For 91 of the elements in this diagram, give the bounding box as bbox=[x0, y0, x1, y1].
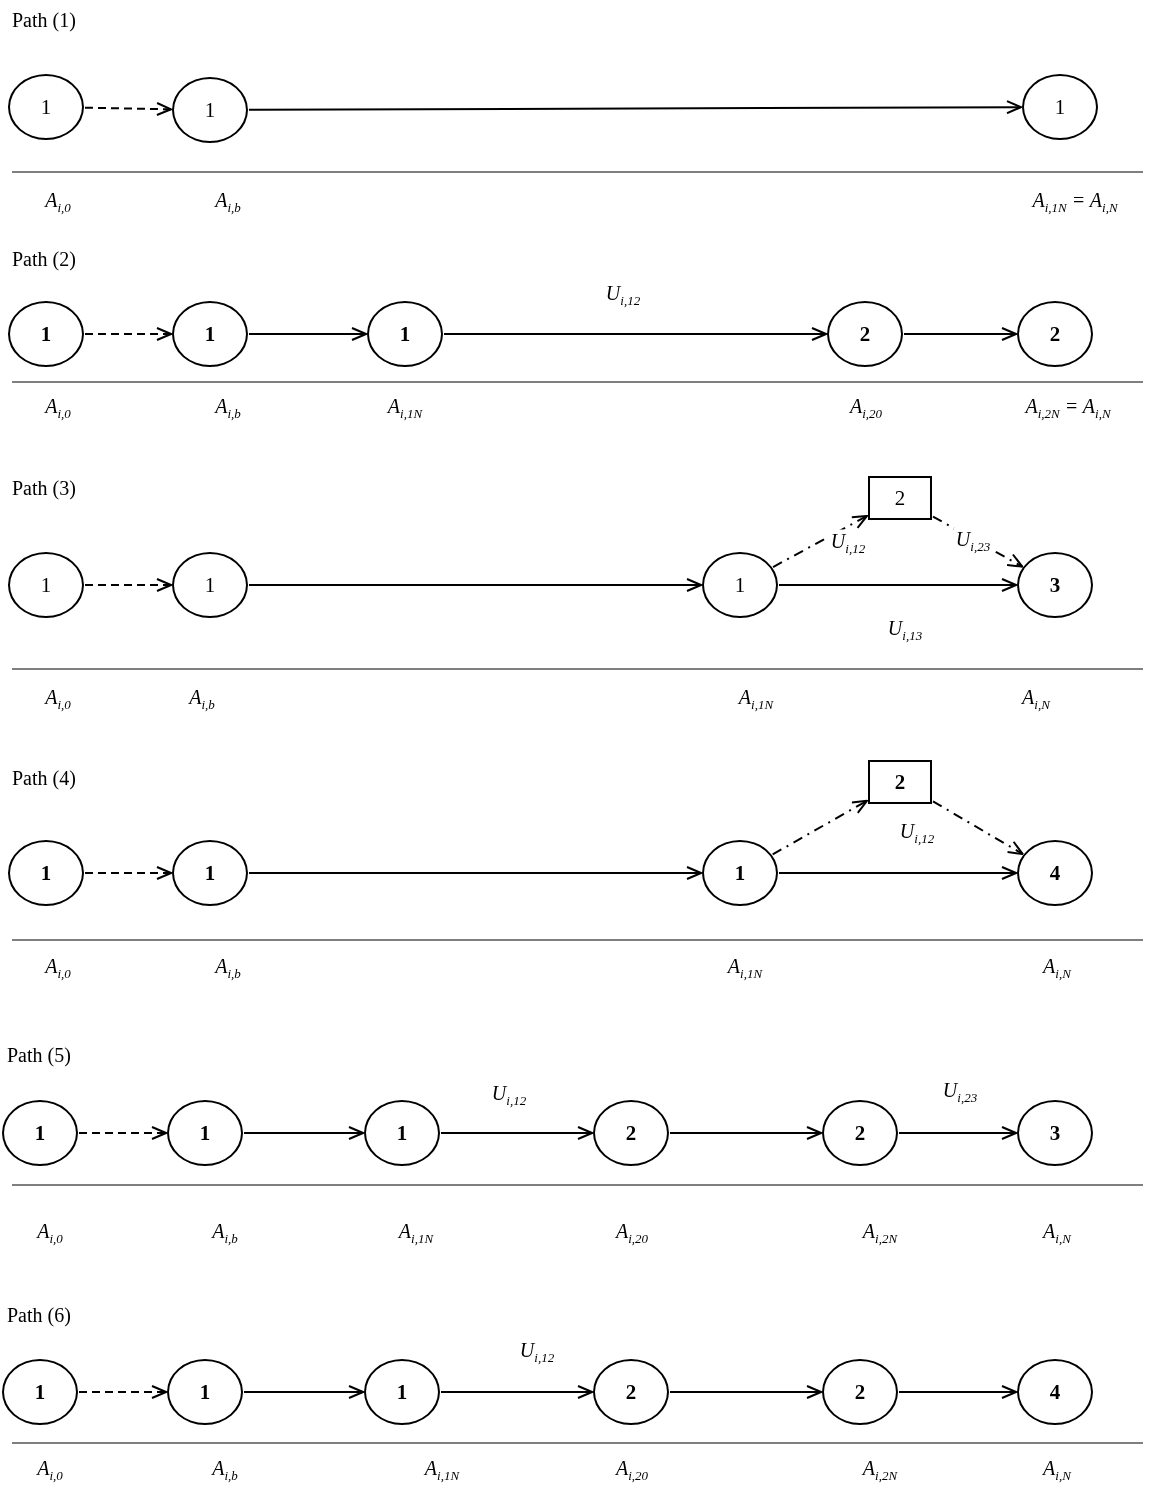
state-circle: 2 bbox=[1017, 301, 1093, 367]
state-label: A$_{i,1N}$ bbox=[387, 394, 423, 422]
arrow bbox=[903, 327, 1017, 341]
state-label: A$_{i,N}$ bbox=[1043, 1456, 1071, 1484]
state-label: A$_{i,2N}$ = A$_{i,N}$ bbox=[1025, 394, 1111, 422]
state-circle: 1 bbox=[8, 301, 84, 367]
state-label: A$_{i,20}$ bbox=[615, 1219, 649, 1247]
state-circle: 1 bbox=[364, 1100, 440, 1166]
state-circle: 2 bbox=[822, 1100, 898, 1166]
state-label: A$_{i,20}$ bbox=[849, 394, 883, 422]
state-circle: 1 bbox=[8, 840, 84, 906]
arrow bbox=[443, 327, 827, 341]
path-title: Path (6) bbox=[7, 1303, 71, 1327]
arrow bbox=[248, 327, 367, 341]
state-box: 2 bbox=[868, 476, 932, 520]
state-label: A$_{i,b}$ bbox=[215, 188, 241, 216]
state-label: A$_{i,1N}$ bbox=[738, 685, 774, 713]
state-label: A$_{i,1N}$ = A$_{i,N}$ bbox=[1032, 188, 1118, 216]
edge-label: U$_{i,23}$ bbox=[953, 527, 993, 555]
path-title: Path (5) bbox=[7, 1043, 71, 1067]
path-title: Path (3) bbox=[12, 476, 76, 500]
state-label: A$_{i,b}$ bbox=[215, 954, 241, 982]
arrow bbox=[669, 1126, 822, 1140]
arrow bbox=[772, 514, 868, 568]
state-circle: 3 bbox=[1017, 552, 1093, 618]
state-box: 2 bbox=[868, 760, 932, 804]
state-label: A$_{i,0}$ bbox=[37, 1219, 63, 1247]
arrow bbox=[440, 1126, 593, 1140]
state-label: A$_{i,1N}$ bbox=[727, 954, 763, 982]
state-label: A$_{i,b}$ bbox=[189, 685, 215, 713]
state-circle: 2 bbox=[827, 301, 903, 367]
state-circle: 1 bbox=[172, 301, 248, 367]
state-circle: 1 bbox=[702, 840, 778, 906]
state-circle: 4 bbox=[1017, 1359, 1093, 1425]
state-circle: 1 bbox=[367, 301, 443, 367]
state-circle: 1 bbox=[8, 552, 84, 618]
state-label: A$_{i,0}$ bbox=[45, 188, 71, 216]
state-label: A$_{i,20}$ bbox=[615, 1456, 649, 1484]
state-label: A$_{i,b}$ bbox=[212, 1219, 238, 1247]
arrow bbox=[898, 1385, 1017, 1399]
state-circle: 1 bbox=[172, 77, 248, 143]
state-circle: 3 bbox=[1017, 1100, 1093, 1166]
arrow bbox=[248, 578, 702, 592]
state-circle: 1 bbox=[172, 840, 248, 906]
path-title: Path (4) bbox=[12, 766, 76, 790]
arrow bbox=[243, 1385, 364, 1399]
edge-label: U$_{i,12}$ bbox=[828, 529, 868, 557]
arrow bbox=[84, 866, 172, 880]
state-label: A$_{i,b}$ bbox=[212, 1456, 238, 1484]
state-circle: 2 bbox=[822, 1359, 898, 1425]
state-label: A$_{i,2N}$ bbox=[862, 1456, 898, 1484]
state-circle: 1 bbox=[172, 552, 248, 618]
arrow bbox=[78, 1126, 167, 1140]
state-circle: 2 bbox=[593, 1100, 669, 1166]
state-label: A$_{i,0}$ bbox=[37, 1456, 63, 1484]
arrow bbox=[84, 102, 172, 117]
state-circle: 1 bbox=[8, 74, 84, 140]
state-circle: 2 bbox=[593, 1359, 669, 1425]
arrow bbox=[84, 578, 172, 592]
state-circle: 1 bbox=[167, 1100, 243, 1166]
path-title: Path (1) bbox=[12, 8, 76, 32]
arrow bbox=[84, 327, 172, 341]
arrow bbox=[932, 800, 1024, 855]
state-circle: 1 bbox=[2, 1100, 78, 1166]
arrow bbox=[771, 799, 868, 856]
arrow bbox=[669, 1385, 822, 1399]
state-label: A$_{i,2N}$ bbox=[862, 1219, 898, 1247]
path-title: Path (2) bbox=[12, 247, 76, 271]
state-circle: 1 bbox=[167, 1359, 243, 1425]
state-label: A$_{i,0}$ bbox=[45, 394, 71, 422]
arrow bbox=[78, 1385, 167, 1399]
arrow bbox=[898, 1126, 1017, 1140]
state-circle: 1 bbox=[364, 1359, 440, 1425]
state-label: A$_{i,1N}$ bbox=[424, 1456, 460, 1484]
state-label: A$_{i,N}$ bbox=[1043, 954, 1071, 982]
state-label: A$_{i,1N}$ bbox=[398, 1219, 434, 1247]
state-label: A$_{i,N}$ bbox=[1022, 685, 1050, 713]
arrow bbox=[243, 1126, 364, 1140]
state-circle: 1 bbox=[702, 552, 778, 618]
arrow bbox=[778, 578, 1017, 592]
state-label: A$_{i,N}$ bbox=[1043, 1219, 1071, 1247]
arrow bbox=[248, 100, 1022, 115]
state-label: A$_{i,b}$ bbox=[215, 394, 241, 422]
state-circle: 4 bbox=[1017, 840, 1093, 906]
arrow bbox=[778, 866, 1017, 880]
arrow bbox=[440, 1385, 593, 1399]
arrow bbox=[248, 866, 702, 880]
state-label: A$_{i,0}$ bbox=[45, 954, 71, 982]
state-circle: 1 bbox=[1022, 74, 1098, 140]
state-label: A$_{i,0}$ bbox=[45, 685, 71, 713]
state-circle: 1 bbox=[2, 1359, 78, 1425]
